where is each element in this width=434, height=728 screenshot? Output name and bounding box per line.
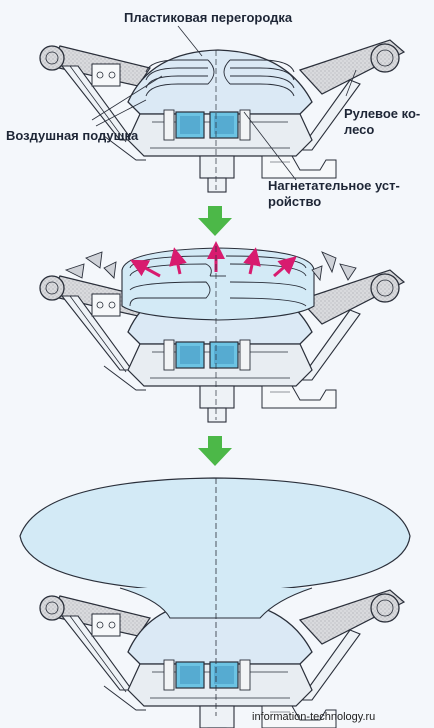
stage-inflated	[19, 477, 411, 728]
label-inflator-2: ройство	[268, 194, 321, 209]
label-steering-wheel-1: Рулевое ко-	[344, 106, 420, 121]
stage-deploying	[39, 241, 405, 423]
label-airbag: Воздушная подушка	[6, 128, 139, 143]
label-steering-wheel-2: лесо	[344, 122, 374, 137]
down-arrow-icon	[198, 436, 232, 466]
label-inflator-1: Нагнетательное уст-	[268, 178, 400, 193]
down-arrow-icon	[198, 206, 232, 236]
label-plastic-partition: Пластиковая перегородка	[124, 10, 293, 25]
watermark: information-technology.ru	[252, 711, 375, 723]
